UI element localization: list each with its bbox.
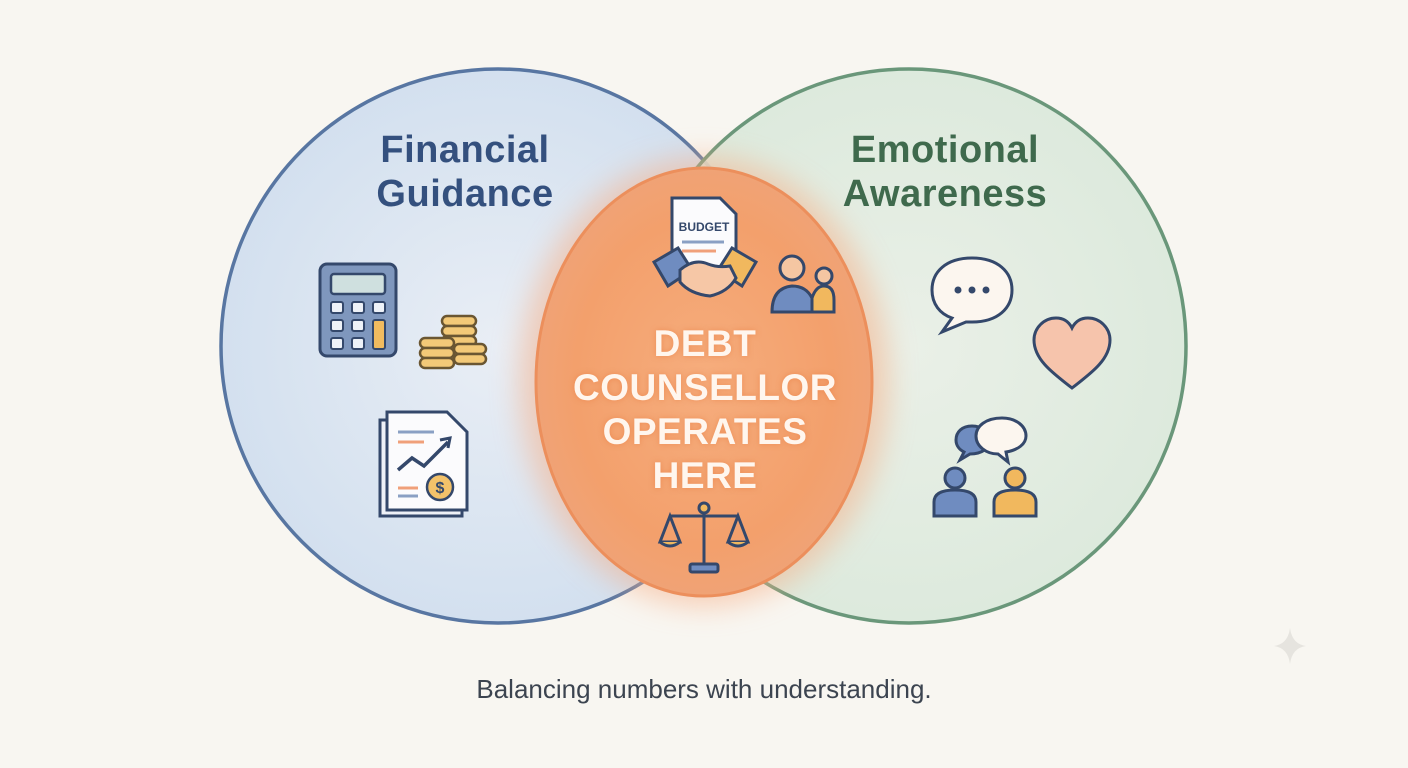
- coin-stack-icon: [418, 314, 488, 370]
- calculator-icon: [318, 262, 398, 358]
- speech-bubble-icon: [930, 256, 1014, 336]
- center-line4: HERE: [652, 455, 758, 496]
- heart-icon: [1032, 316, 1112, 390]
- emotional-title-line2: Awareness: [842, 173, 1048, 215]
- balance-scale-icon: [657, 501, 751, 574]
- emotional-awareness-title: Emotional Awareness: [790, 128, 1100, 216]
- sparkle-icon: [1274, 628, 1306, 664]
- center-line3: OPERATES: [602, 411, 808, 452]
- financial-title-line2: Guidance: [376, 173, 554, 215]
- financial-title-line1: Financial: [380, 129, 550, 171]
- budget-handshake-icon: BUDGET: [651, 196, 759, 298]
- caption: Balancing numbers with understanding.: [476, 674, 932, 704]
- financial-guidance-title: Financial Guidance: [310, 128, 620, 216]
- financial-report-icon: $: [378, 410, 469, 518]
- center-line2: COUNSELLOR: [573, 367, 837, 408]
- svg-text:$: $: [436, 480, 445, 497]
- conversation-people-icon: [932, 416, 1038, 518]
- center-line1: DEBT: [653, 323, 757, 364]
- debt-counsellor-label: DEBT COUNSELLOR OPERATES HERE: [545, 322, 865, 498]
- emotional-title-line1: Emotional: [850, 129, 1040, 171]
- budget-label: BUDGET: [679, 220, 730, 234]
- counselling-people-icon: [770, 254, 836, 314]
